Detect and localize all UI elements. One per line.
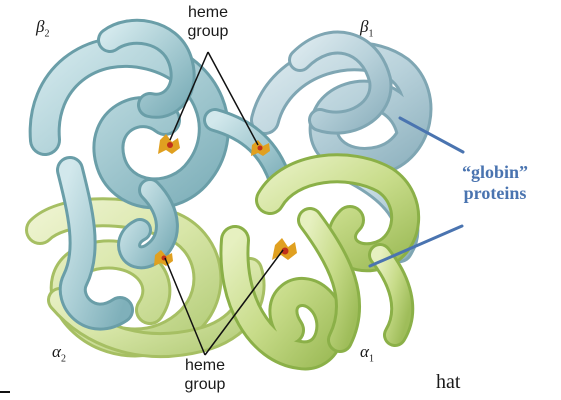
alpha2-label: α2: [52, 343, 66, 364]
trailing-text: hat: [436, 372, 460, 392]
heme-group-alpha1: [272, 238, 297, 260]
beta1-label: β1: [360, 18, 373, 39]
heme-group-label-top: heme group: [173, 5, 243, 40]
globin-proteins-label: “globin” proteins: [440, 162, 550, 203]
heme-group-beta2: [158, 134, 180, 154]
heme-group-label-bottom: heme group: [170, 358, 240, 393]
alpha1-label: α1: [360, 343, 374, 364]
beta2-label: β2: [36, 18, 49, 39]
